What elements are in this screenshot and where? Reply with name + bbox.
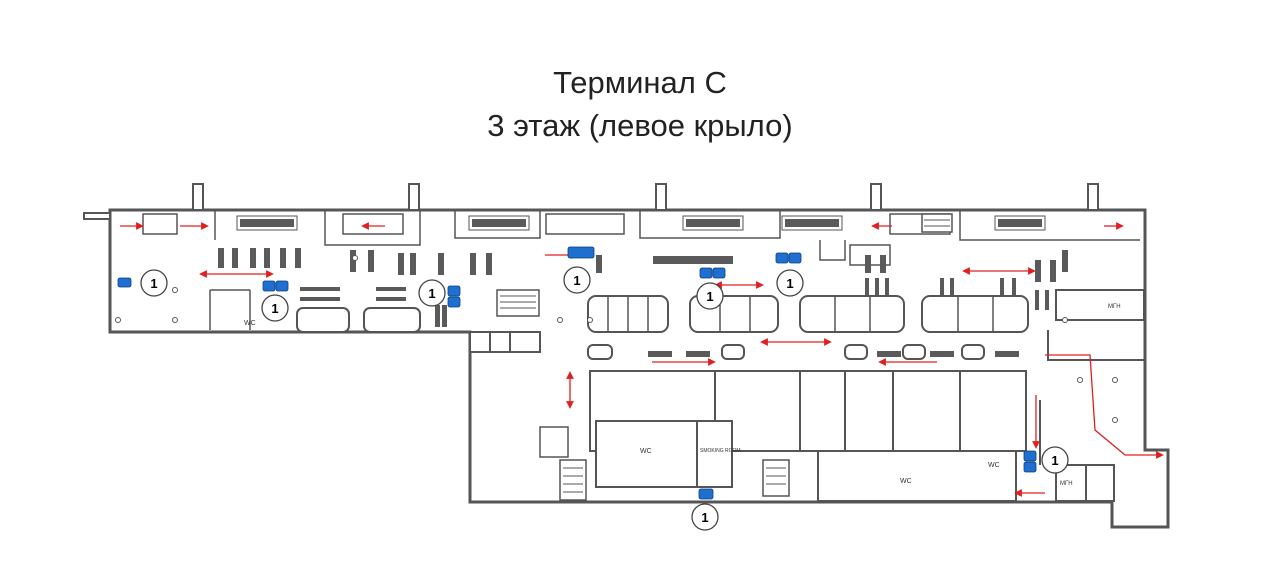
room-label-wc-right-top: WC — [988, 462, 1000, 469]
marker-label: 1 — [150, 276, 157, 291]
atm-icon — [117, 277, 132, 288]
atm-icon — [699, 267, 713, 279]
marker-label: 1 — [573, 273, 580, 288]
atm-icon — [1023, 461, 1037, 473]
atm-icon — [788, 252, 802, 264]
atm-icon — [275, 280, 289, 292]
marker-label: 1 — [428, 286, 435, 301]
seating-blocks — [218, 248, 1068, 357]
atm-marker: 1 — [261, 294, 289, 322]
atm-icon — [775, 252, 789, 264]
atm-icons — [117, 246, 1037, 500]
marker-label: 1 — [1051, 453, 1058, 468]
room-label-wc-right-bottom: WC — [900, 478, 912, 485]
atm-icon — [262, 280, 276, 292]
atm-icon — [567, 246, 595, 259]
atm-markers: 1 1 1 1 1 1 1 1 — [140, 266, 1069, 531]
atm-marker: 1 — [140, 269, 168, 297]
marker-label: 1 — [706, 289, 713, 304]
atm-marker: 1 — [696, 282, 724, 310]
direction-arrows — [120, 222, 1164, 497]
atm-marker: 1 — [776, 269, 804, 297]
gate-seat-rows — [236, 215, 1046, 264]
atm-icon — [712, 267, 726, 279]
room-label-mgn-top: МГН — [1108, 304, 1121, 310]
map-title-terminal: Терминал С — [553, 65, 727, 100]
stairs — [496, 213, 953, 501]
atm-marker: 1 — [1041, 446, 1069, 474]
lower-block — [469, 289, 1145, 502]
stair-treads — [500, 219, 950, 493]
room-label-mgn-bottom: МГН — [1060, 481, 1073, 487]
marker-label: 1 — [271, 301, 278, 316]
atm-icon — [447, 296, 461, 308]
marker-label: 1 — [786, 276, 793, 291]
marker-label: 1 — [701, 510, 708, 525]
jet-bridges — [83, 183, 1099, 220]
map-title-floor: 3 этаж (левое крыло) — [487, 108, 793, 143]
atm-marker: 1 — [563, 266, 591, 294]
room-label-wc-small: WC — [244, 320, 256, 327]
atm-marker: 1 — [418, 279, 446, 307]
atm-icon — [698, 488, 714, 500]
pillars — [115, 255, 1118, 423]
atm-marker: 1 — [691, 503, 719, 531]
partitions — [209, 210, 1140, 330]
room-label-wc-center: WC — [640, 448, 652, 455]
atm-icon — [447, 285, 461, 297]
room-label-smoking: SMOKING ROOM — [700, 448, 741, 454]
atm-icon — [1023, 450, 1037, 462]
